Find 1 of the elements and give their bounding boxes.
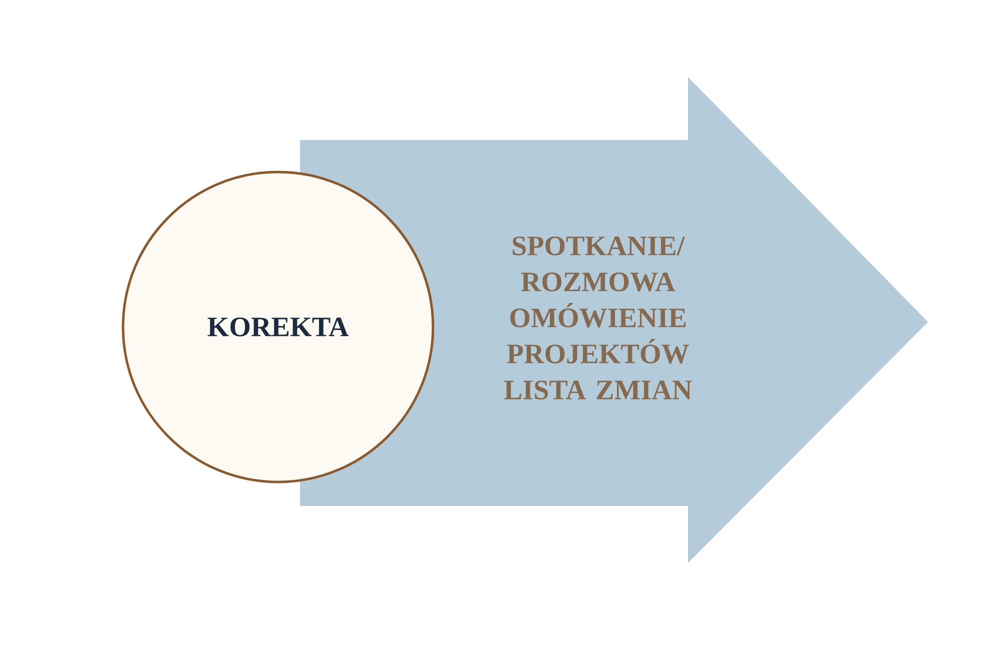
circle-node: KOREKTA bbox=[122, 170, 434, 484]
